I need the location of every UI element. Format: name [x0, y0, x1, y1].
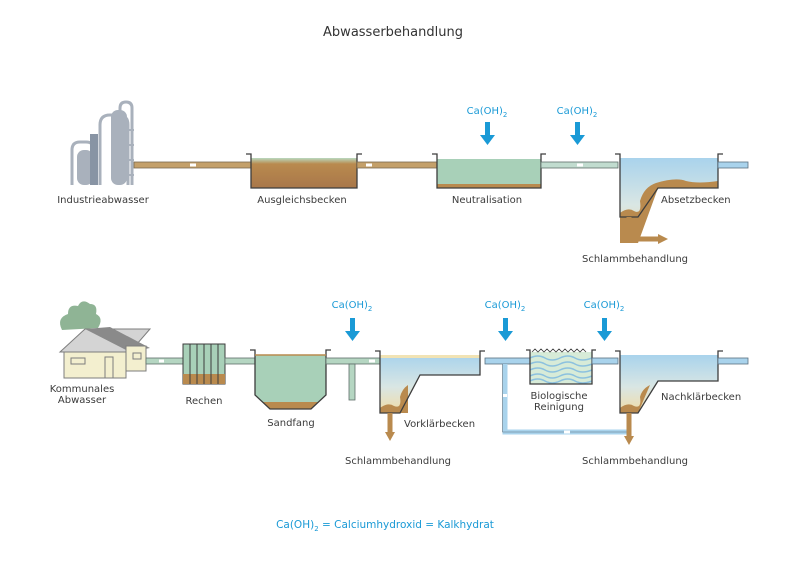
diagram-title: Abwasserbehandlung: [323, 25, 463, 40]
label-neutralization: Neutralisation: [451, 195, 523, 206]
settling-basin: [615, 153, 723, 244]
chemical-dosing-arrow-icon: [570, 122, 585, 145]
screen-grate: [182, 343, 226, 385]
label-equalization-basin: Ausgleichsbecken: [257, 195, 347, 206]
pipe: [145, 357, 184, 365]
chemical-dosing-arrow-icon: [597, 318, 612, 341]
chemical-label: Ca(OH)2: [556, 106, 598, 119]
chemical-label: Ca(OH)2: [331, 300, 373, 313]
label-sludge-treatment: Schlammbehandlung: [344, 456, 452, 467]
flow-marker: [369, 359, 375, 363]
chemical-dosing-arrow-icon: [498, 318, 513, 341]
chemical-dosing-arrow-icon: [345, 318, 360, 341]
label-screen: Rechen: [185, 396, 223, 407]
neutralization-basin: [432, 153, 546, 189]
grit-chamber: [250, 349, 331, 410]
industrial-plant-icon: [70, 100, 134, 185]
pipe: [591, 357, 619, 365]
equalization-basin: [246, 153, 362, 189]
flow-marker: [190, 163, 196, 167]
label-industrial-wastewater: Industrieabwasser: [57, 195, 149, 206]
chemical-dosing-arrow-icon: [480, 122, 495, 145]
chemical-label: Ca(OH)2: [583, 300, 625, 313]
house-icon: [58, 301, 152, 379]
pipe-outlet: [717, 357, 749, 365]
flow-marker: [564, 430, 570, 434]
chemical-label: Ca(OH)2: [466, 106, 508, 119]
label-settling-basin: Absetzbecken: [661, 195, 731, 206]
label-sludge-treatment: Schlammbehandlung: [581, 456, 689, 467]
legend: Ca(OH)2 = Calciumhydroxid = Kalkhydrat: [276, 519, 494, 534]
label-sludge-treatment: Schlammbehandlung: [581, 254, 689, 265]
label-grit-chamber: Sandfang: [267, 418, 315, 429]
pipe: [224, 357, 256, 365]
pipe-outlet: [717, 161, 749, 169]
pipe: [484, 357, 531, 365]
flow-marker: [577, 163, 583, 167]
flow-marker: [159, 359, 164, 363]
biological-treatment-tank: [526, 348, 596, 385]
bypass-pipe: [348, 363, 356, 401]
flow-marker: [366, 163, 372, 167]
label-primary-clarifier: Vorklärbecken: [404, 419, 476, 430]
chemical-label: Ca(OH)2: [484, 300, 526, 313]
secondary-clarifier: [615, 350, 723, 445]
flow-marker: [503, 394, 507, 397]
label-secondary-clarifier: Nachklärbecken: [661, 392, 742, 403]
primary-clarifier: [375, 350, 485, 441]
